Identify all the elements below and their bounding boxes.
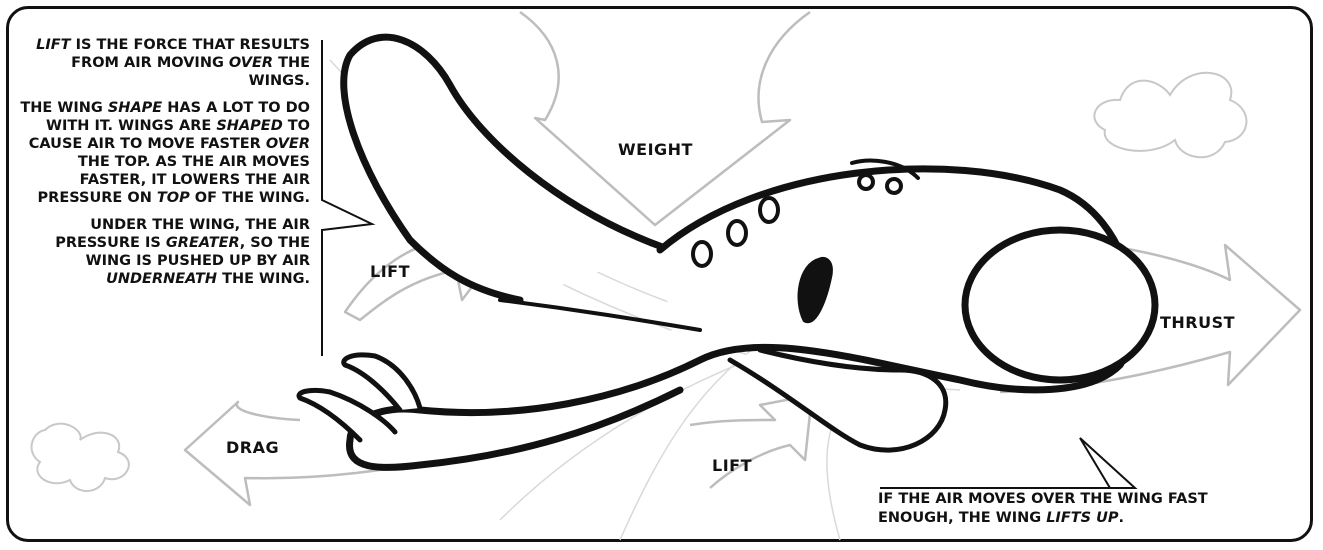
caption-text: THE WING [20,100,107,116]
caption-paragraph-3: UNDER THE WING, THE AIR PRESSURE IS GREA… [18,216,310,288]
lift-explanation-caption: LIFT IS THE FORCE THAT RESULTS FROM AIR … [18,36,310,297]
top-emphasis: TOP [157,190,190,206]
lift-label-bottom: LIFT [712,456,752,475]
shape-emphasis: SHAPE [108,100,162,116]
eye-left [859,175,873,189]
caption-paragraph-2: THE WING SHAPE HAS A LOT TO DO WITH IT. … [18,99,310,207]
eye-right [887,179,901,193]
greater-emphasis: GREATER [166,235,240,251]
caption-paragraph-1: LIFT IS THE FORCE THAT RESULTS FROM AIR … [18,36,310,90]
lifts-up-emphasis: LIFTS UP [1046,510,1118,526]
lift-label-left: LIFT [370,262,410,281]
shaped-emphasis: SHAPED [216,118,282,134]
window-3 [760,198,778,222]
caption-text: IF THE AIR MOVES OVER THE WING FAST ENOU… [878,491,1208,526]
drag-label: DRAG [226,438,279,457]
caption-text: . [1119,510,1125,526]
splat-right [1094,73,1246,157]
caption-text: OF THE WING. [190,190,310,206]
splat-left [32,424,129,491]
over-emphasis: OVER [266,136,310,152]
over-emphasis: OVER [229,55,273,71]
nose-intake [965,230,1155,380]
window-1 [693,242,711,266]
underneath-emphasis: UNDERNEATH [106,271,217,287]
weight-label: WEIGHT [618,140,693,159]
thrust-label: THRUST [1160,313,1235,332]
wing-lifts-caption: IF THE AIR MOVES OVER THE WING FAST ENOU… [878,490,1288,528]
lift-emphasis: LIFT [36,37,70,53]
caption-text: THE WING. [217,271,310,287]
window-2 [728,221,746,245]
